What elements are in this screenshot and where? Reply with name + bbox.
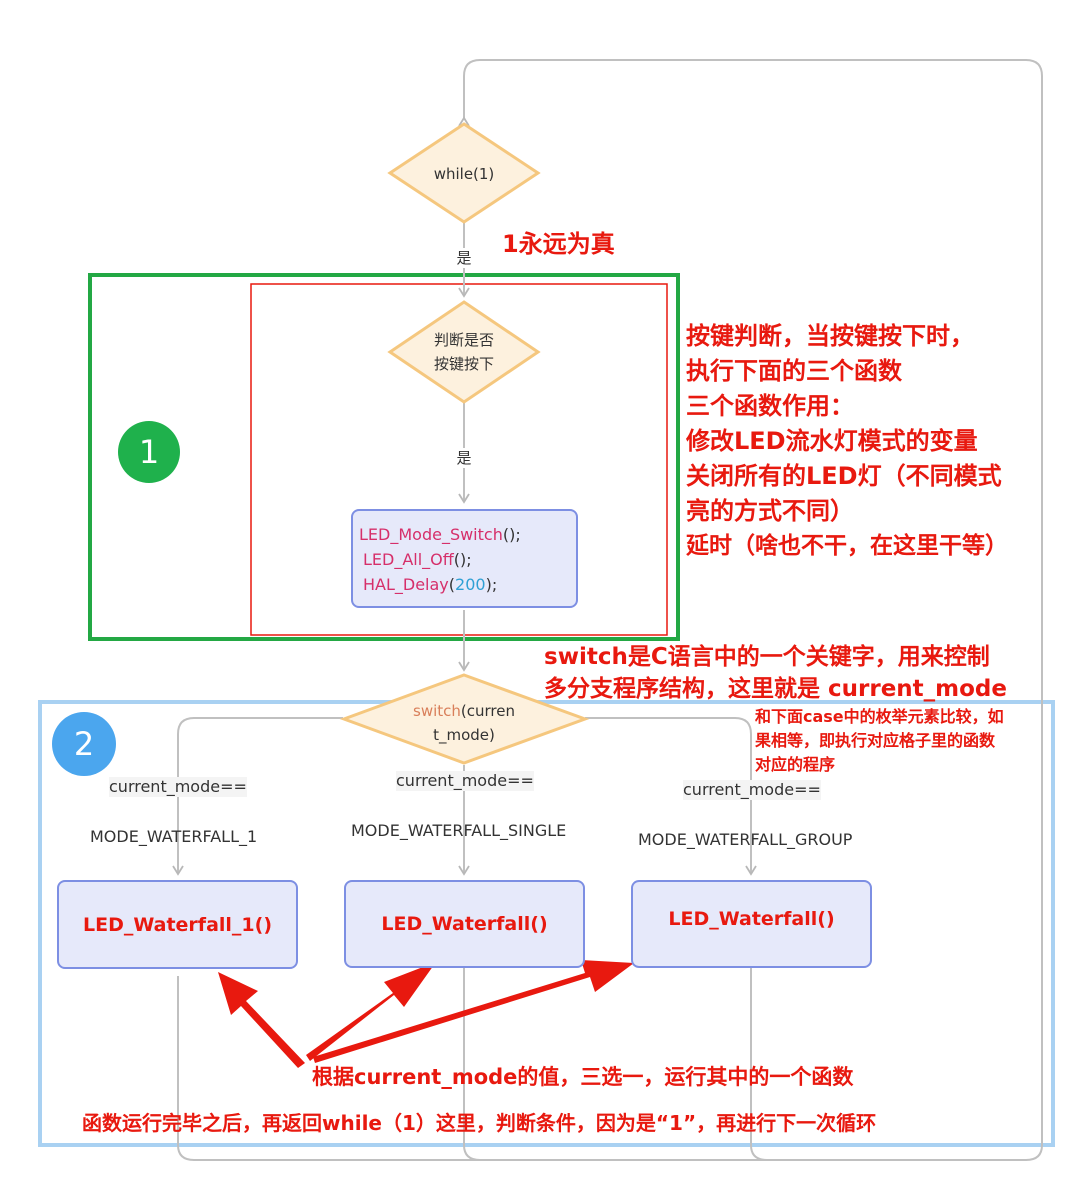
red-arrow-to-func-2 <box>306 962 436 1061</box>
switch-diamond <box>339 673 590 765</box>
code-punct-3b: ); <box>485 575 498 594</box>
red-arrow-to-func-3 <box>313 960 634 1063</box>
func-box-waterfall-1: LED_Waterfall_1() <box>57 880 298 969</box>
func-box-waterfall-group: LED_Waterfall() <box>631 880 872 968</box>
code-line-2: LED_All_Off(); <box>363 547 472 572</box>
step-badge-1: 1 <box>118 421 180 483</box>
annotation-select-one: 根据current_mode的值，三选一，运行其中的一个函数 <box>312 1065 854 1089</box>
green-highlight-box <box>88 273 680 641</box>
annotation-case-description: 和下面case中的枚举元素比较，如 果相等，即执行对应格子里的函数 对应的程序 <box>755 705 1004 777</box>
annotation-switch-line-2: 多分支程序结构，这里就是 current_mode <box>544 676 1007 702</box>
func-box-waterfall-single: LED_Waterfall() <box>344 880 585 968</box>
red-highlight-box <box>250 283 668 636</box>
branch-left <box>172 717 343 876</box>
switch-expr-part1: (curren <box>460 702 515 720</box>
delay-arg: 200 <box>455 575 486 594</box>
switch-label-line2: t_mode) <box>433 726 495 744</box>
switch-label-line1: switch(curren <box>384 699 544 723</box>
annotation-key-line: 修改LED流水灯模式的变量 <box>686 427 978 455</box>
fn-led-all-off: LED_All_Off <box>363 550 454 569</box>
while-diamond <box>387 122 541 224</box>
code-line-3: HAL_Delay(200); <box>363 572 497 597</box>
annotation-key-line: 亮的方式不同） <box>686 497 854 525</box>
annotation-key-line: 延时（啥也不干，在这里干等） <box>686 533 1008 559</box>
annotation-case-line: 果相等，即执行对应格子里的函数 <box>755 731 996 750</box>
annotation-key-line: 按键判断，当按键按下时， <box>686 322 974 350</box>
func-waterfall-group-label: LED_Waterfall() <box>668 908 835 930</box>
branch-right <box>585 717 757 876</box>
code-punct-2: (); <box>453 550 472 569</box>
blue-highlight-box <box>38 700 1055 1147</box>
code-punct-3a: ( <box>448 575 456 594</box>
annotation-switch-line-1: switch是C语言中的一个关键字，用来控制 <box>544 644 990 670</box>
case-1-prefix: current_mode== <box>109 777 247 797</box>
loop-back-outer <box>177 59 1043 1161</box>
annotation-key-line: 关闭所有的LED灯（不同模式 <box>686 462 1002 490</box>
key-check-label-line1: 判断是否 <box>433 331 494 349</box>
step-badge-2: 2 <box>52 712 116 776</box>
case-2-prefix: current_mode== <box>396 771 534 791</box>
annotation-return-loop: 函数运行完毕之后，再返回while（1）这里，判断条件，因为是“1”，再进行下一… <box>82 1111 877 1135</box>
loop-back-branch-3 <box>750 968 768 1161</box>
loop-back-branch-2 <box>463 968 481 1161</box>
func-waterfall-1-label: LED_Waterfall_1() <box>83 913 272 936</box>
code-line-1: LED_Mode_Switch(); <box>359 522 521 547</box>
annotation-key-description: 按键判断，当按键按下时， 执行下面的三个函数 三个函数作用： 修改LED流水灯模… <box>686 319 1008 564</box>
switch-keyword: switch <box>413 702 461 720</box>
case-1-value: MODE_WATERFALL_1 <box>90 827 258 846</box>
while-condition-label: while(1) <box>433 165 495 183</box>
case-3-value: MODE_WATERFALL_GROUP <box>638 830 853 849</box>
annotation-key-line: 执行下面的三个函数 <box>686 357 902 385</box>
func-waterfall-single-label: LED_Waterfall() <box>381 913 548 935</box>
code-process-box: LED_Mode_Switch(); LED_All_Off(); HAL_De… <box>351 509 578 608</box>
case-2-value: MODE_WATERFALL_SINGLE <box>351 821 567 840</box>
yes-label-2: 是 <box>449 448 479 468</box>
key-check-diamond <box>387 300 541 404</box>
red-arrow-to-func-1 <box>218 972 305 1068</box>
fn-led-mode-switch: LED_Mode_Switch <box>359 525 503 544</box>
fn-hal-delay: HAL_Delay <box>363 575 449 594</box>
annotation-key-line: 三个函数作用： <box>686 392 854 420</box>
annotation-case-line: 和下面case中的枚举元素比较，如 <box>755 707 1004 726</box>
annotation-always-true: 1永远为真 <box>502 230 615 258</box>
key-check-label-line2: 按键按下 <box>433 355 494 373</box>
code-punct-1: (); <box>502 525 521 544</box>
case-3-prefix: current_mode== <box>683 780 821 800</box>
annotation-case-line: 对应的程序 <box>755 755 836 774</box>
yes-label-1: 是 <box>449 248 479 268</box>
